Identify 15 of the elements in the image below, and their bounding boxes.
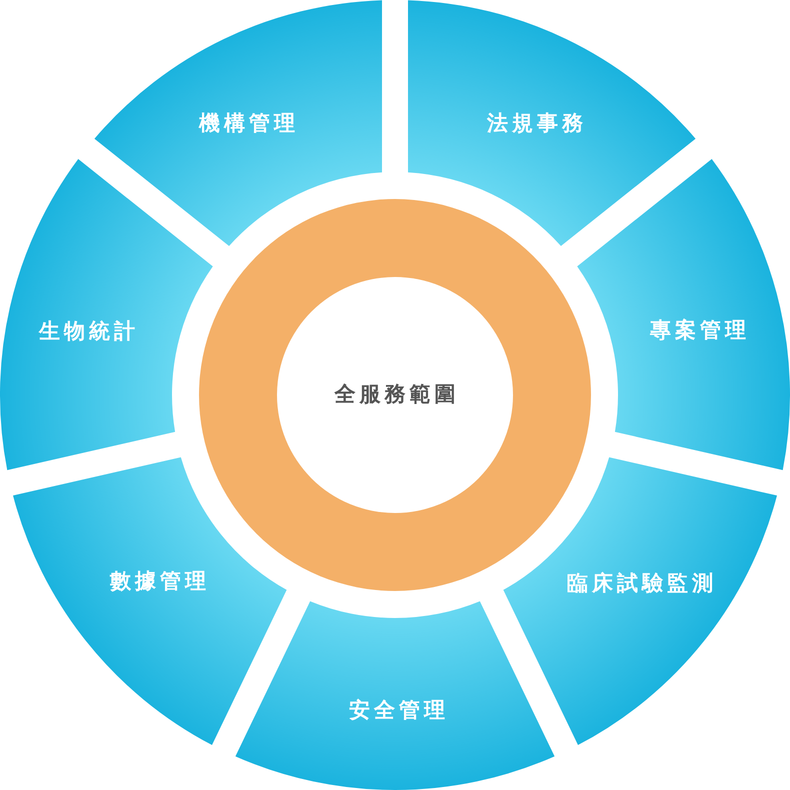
ring-segment bbox=[503, 457, 777, 746]
segment-label: 機構管理 bbox=[198, 112, 299, 134]
ring-segment bbox=[13, 457, 287, 746]
ring-segment bbox=[235, 601, 555, 790]
ring-segment bbox=[577, 159, 790, 471]
ring-segment bbox=[0, 159, 213, 471]
ring-segment bbox=[94, 0, 382, 247]
segment-label: 法規事務 bbox=[486, 112, 587, 134]
segment-label: 臨床試驗監測 bbox=[566, 572, 717, 594]
segment-label: 數據管理 bbox=[108, 570, 210, 592]
ring-segment bbox=[408, 0, 696, 247]
segment-label: 生物統計 bbox=[38, 320, 139, 342]
segment-label: 專案管理 bbox=[649, 318, 750, 342]
segment-label: 安全管理 bbox=[348, 698, 449, 722]
center-label: 全服務範圍 bbox=[333, 382, 460, 406]
